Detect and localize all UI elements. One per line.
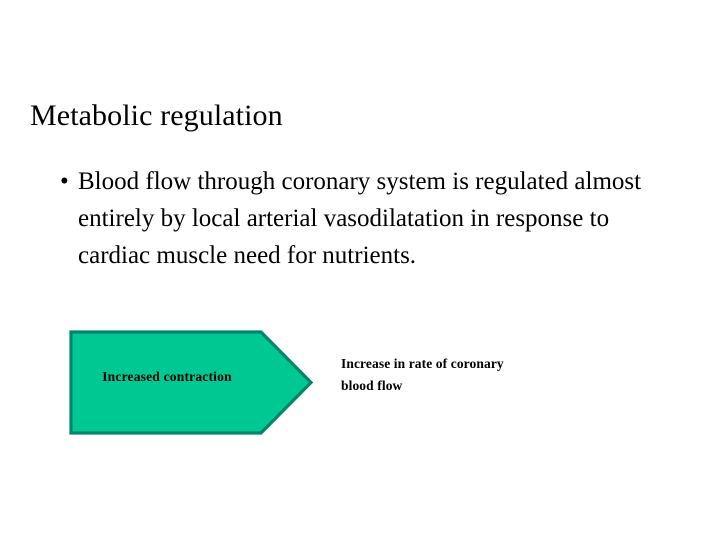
arrow-pentagon-icon — [69, 330, 313, 435]
bullet-marker-icon: • — [60, 168, 69, 195]
flow-caption: Increase in rate of coronary blood flow — [341, 353, 591, 397]
right-arrow-shape: Increased contraction — [69, 330, 313, 435]
flow-caption-line-2: blood flow — [341, 378, 403, 393]
list-item: • Blood flow through coronary system is … — [52, 163, 672, 274]
arrow-label: Increased contraction — [102, 369, 232, 384]
bullet-list: • Blood flow through coronary system is … — [52, 163, 672, 274]
page-title: Metabolic regulation — [30, 99, 283, 133]
flow-caption-line-1: Increase in rate of coronary — [341, 356, 504, 371]
bullet-text: Blood flow through coronary system is re… — [78, 168, 642, 269]
